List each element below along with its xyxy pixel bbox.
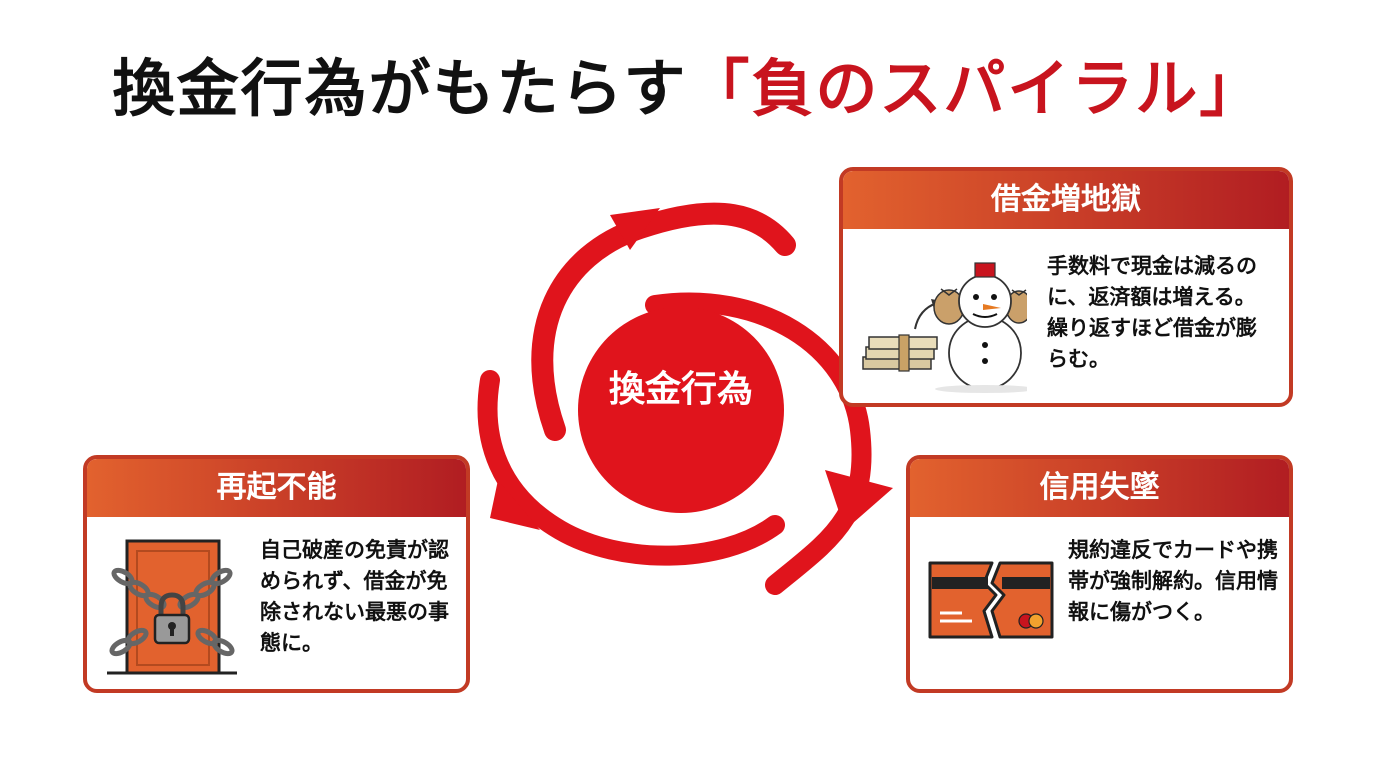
spiral-arrow-right-head (825, 470, 893, 530)
card-debt-hell-text: 手数料で現金は減るのに、返済額は増える。繰り返すほど借金が膨らむ。 (1047, 254, 1257, 372)
spiral-arrow-right (645, 292, 872, 595)
spiral-arrow-left-head (490, 480, 540, 530)
card-credit-loss-heading: 信用失墜 (910, 459, 1289, 517)
card-debt-hell: 借金増地獄 (839, 167, 1293, 407)
card-no-recovery-text: 自己破産の免責が認められず、借金が免除されない最悪の事態に。 (260, 538, 449, 656)
spiral-arrow-left (477, 370, 785, 566)
card-debt-hell-heading: 借金増地獄 (843, 171, 1289, 229)
card-credit-loss-text: 規約違反でカードや携帯が強制解約。信用情報に傷がつく。 (1068, 538, 1278, 625)
spiral-arrow-upper-head (610, 208, 660, 250)
center-circle (578, 307, 784, 513)
chained-door-icon (107, 539, 237, 675)
page-title: 換金行為がもたらす「負のスパイラル」 (0, 58, 1376, 120)
card-no-recovery-heading: 再起不能 (87, 459, 466, 517)
title-highlight: 「負のスパイラル」 (687, 52, 1264, 125)
card-credit-loss: 信用失墜 規約違反でカードや携帯が強制解約。信用情報に傷がつく。 (906, 455, 1293, 693)
spiral-arrows (477, 202, 893, 595)
snowball-debt-icon (862, 262, 1027, 393)
broken-credit-card-icon (928, 561, 1054, 639)
center-label: 換金行為 (608, 369, 753, 410)
spiral-diagram (477, 202, 893, 595)
card-no-recovery: 再起不能 自己破産の免責が認められず、借金が免除されない最悪 (83, 455, 470, 693)
title-main: 換金行為がもたらす (112, 52, 688, 125)
